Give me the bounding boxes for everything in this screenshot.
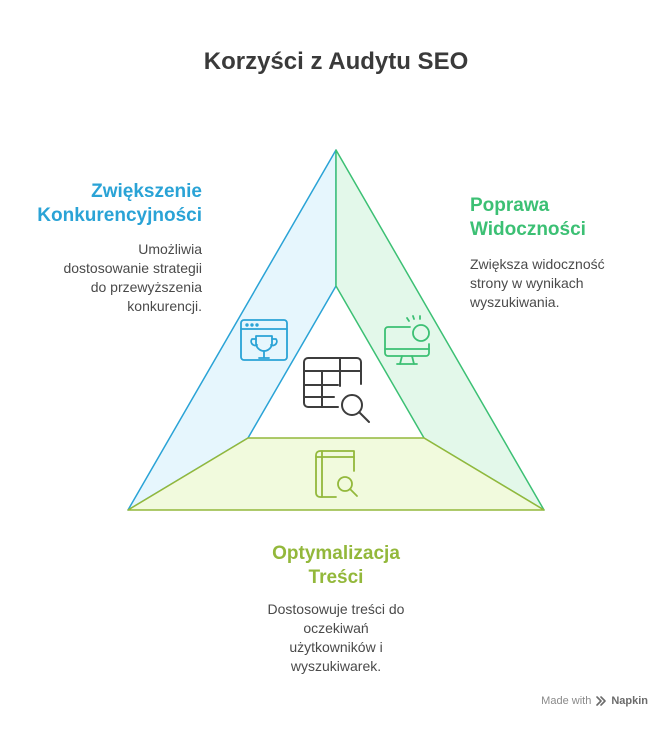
right-desc-line: strony w wynikach: [470, 275, 584, 291]
left-desc-line: konkurencji.: [127, 298, 202, 314]
bottom-description: Dostosowuje treści do oczekiwań użytkown…: [236, 600, 436, 676]
page-title: Korzyści z Audytu SEO: [203, 48, 469, 75]
napkin-brand: Napkin: [611, 695, 648, 707]
left-description: Umożliwia dostosowanie strategii do prze…: [20, 240, 202, 316]
table-search-icon: [303, 357, 370, 423]
bottom-desc-line: wyszukiwarek.: [290, 658, 382, 674]
bottom-heading-line: Optymalizacja: [272, 543, 400, 564]
made-with-label: Made with: [541, 695, 592, 707]
right-heading-line: Poprawa: [470, 195, 550, 216]
left-heading-line: Zwiększenie: [91, 181, 202, 202]
left-desc-line: do przewyższenia: [90, 279, 202, 295]
trophy-browser-icon: [240, 319, 288, 361]
made-with-napkin[interactable]: Made with Napkin: [541, 695, 648, 707]
bottom-heading-line: Treści: [308, 567, 364, 588]
bottom-desc-line: użytkowników i: [289, 639, 383, 655]
right-desc-line: wyszukiwania.: [470, 294, 560, 310]
monitor-search-icon: [384, 315, 430, 365]
right-heading: Poprawa Widoczności: [470, 194, 660, 242]
left-desc-line: Umożliwia: [138, 241, 202, 257]
bottom-desc-line: oczekiwań: [303, 620, 369, 636]
right-description: Zwiększa widoczność strony w wynikach wy…: [470, 255, 660, 312]
napkin-logo-icon: [596, 696, 607, 706]
bottom-desc-line: Dostosowuje treści do: [267, 601, 405, 617]
right-desc-line: Zwiększa widoczność: [470, 256, 605, 272]
left-heading-line: Konkurencyjności: [37, 205, 202, 226]
left-heading: Zwiększenie Konkurencyjności: [20, 180, 202, 228]
bottom-heading: Optymalizacja Treści: [186, 542, 486, 590]
book-search-icon: [315, 450, 358, 498]
bottom-segment: [127, 437, 545, 511]
left-desc-line: dostosowanie strategii: [63, 260, 202, 276]
right-heading-line: Widoczności: [470, 219, 586, 240]
